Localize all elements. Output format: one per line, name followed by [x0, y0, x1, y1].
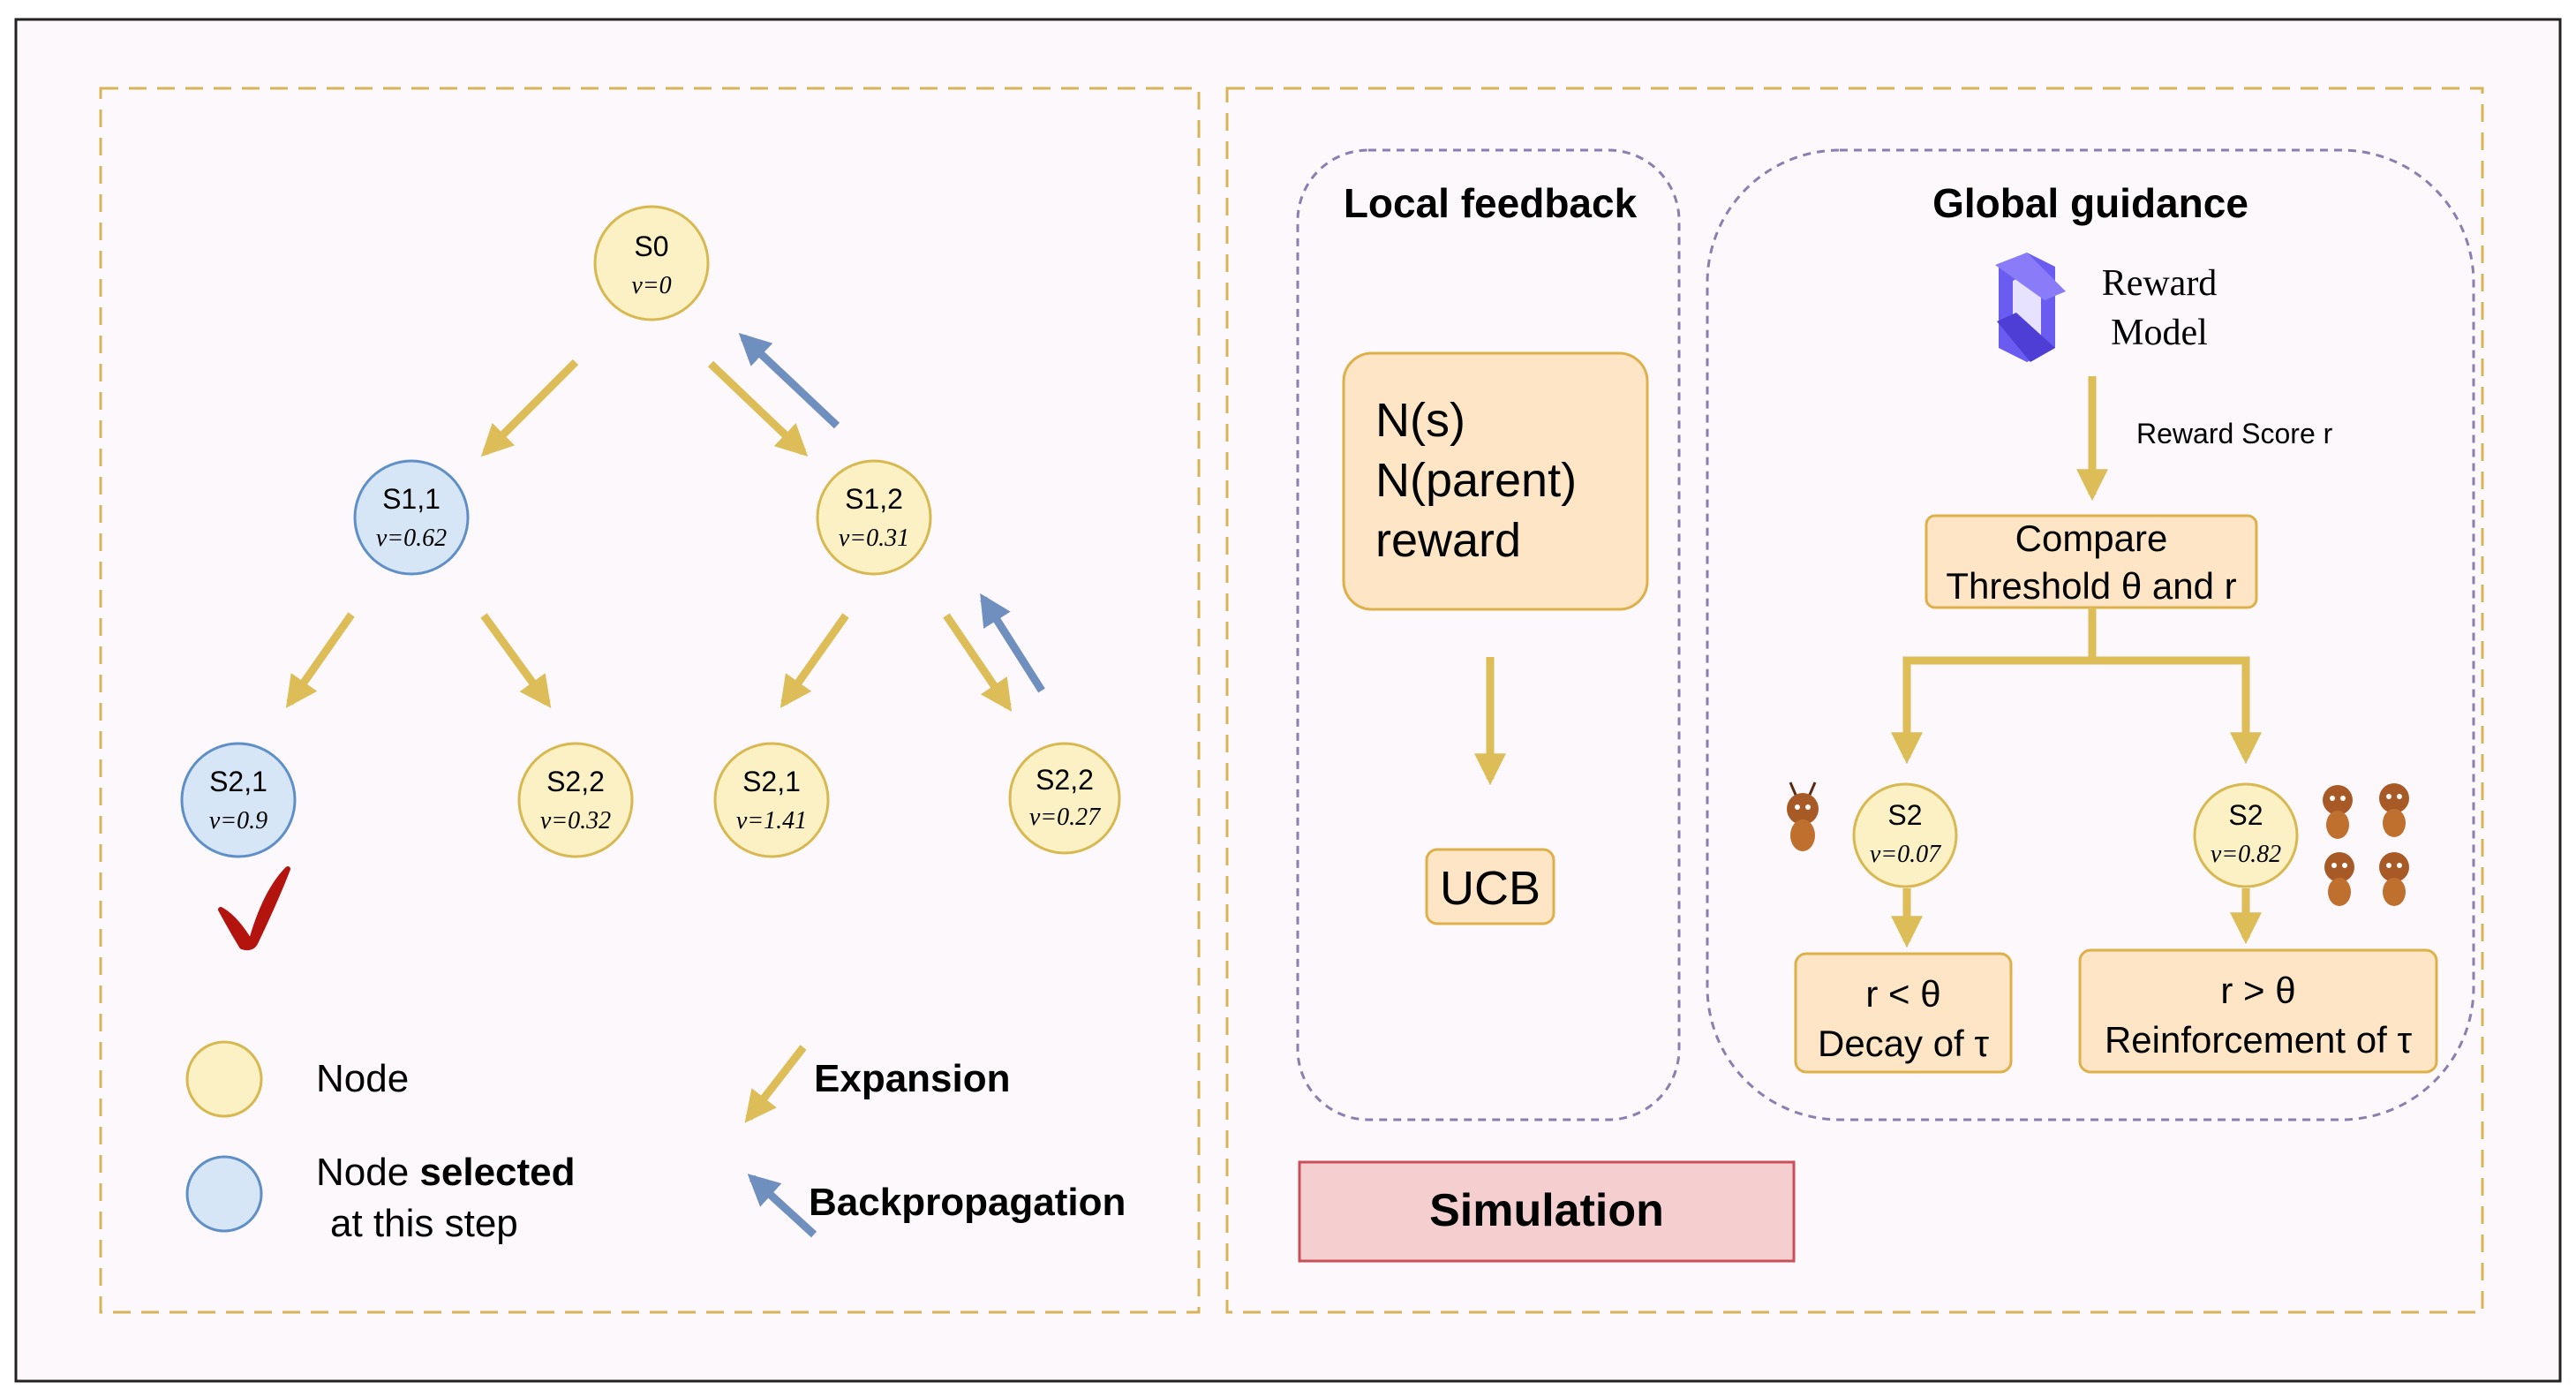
tree-node-root: S0 v=0	[593, 205, 710, 321]
legend-node-swatch	[185, 1040, 263, 1118]
ant-icon-group	[2323, 783, 2409, 906]
legend: Node Node selected at this step Expansio…	[185, 1040, 1126, 1245]
ant-icon-single	[1787, 782, 1819, 851]
backprop-arrow-s22-s12	[980, 593, 1045, 693]
node-name: S2,1	[742, 766, 801, 797]
legend-selected-line2: at this step	[330, 1202, 518, 1245]
node-name: S2,2	[546, 766, 605, 797]
node-name: S1,2	[845, 483, 903, 515]
local-feedback-panel: Local feedback N(s) N(parent) reward UCB	[1296, 148, 1681, 1121]
compare-line2: Threshold θ and r	[1946, 565, 2236, 607]
legend-node-label: Node	[316, 1057, 409, 1100]
ucb-box	[1425, 848, 1555, 925]
global-guidance-panel: Global guidance Reward Model Reward Scor…	[1706, 148, 2475, 1121]
branch-connector	[1891, 608, 2097, 765]
node-value: v=1.41	[736, 807, 807, 834]
global-guidance-title: Global guidance	[1932, 180, 2248, 226]
expansion-arrow-s11-s21	[285, 612, 355, 708]
tree-node-s21-left: S2,1 v=0.9	[180, 742, 297, 858]
node-name: S1,1	[382, 483, 441, 515]
node-value: v=0.31	[839, 525, 909, 552]
local-stat-nparent: N(parent)	[1375, 454, 1577, 507]
expansion-arrow-s12-s21	[780, 613, 849, 708]
legend-selected-bold: selected	[419, 1151, 575, 1194]
tree-node-s11: S1,1 v=0.62	[353, 459, 470, 576]
reinforce-line1: r > θ	[2220, 970, 2295, 1011]
node-value: v=0	[631, 272, 671, 299]
legend-selected-prefix: Node	[316, 1151, 419, 1194]
simulation-box	[1298, 1160, 1796, 1263]
reward-model-logo-icon	[1995, 253, 2066, 362]
tree-node-s22-right: S2,2 v=0.27	[1008, 742, 1121, 855]
tree-node-s12: S1,2 v=0.31	[816, 459, 932, 576]
reward-score-label: Reward Score r	[2136, 418, 2333, 449]
node-name: S2,1	[209, 766, 267, 797]
local-stat-reward: reward	[1375, 514, 1521, 567]
node-value: v=0.27	[1029, 804, 1101, 831]
legend-expansion-label: Expansion	[814, 1057, 1011, 1100]
simulation-label: Simulation	[1429, 1185, 1664, 1236]
decay-line2: Decay of τ	[1818, 1023, 1989, 1064]
tree-panel	[99, 87, 1201, 1314]
outer-frame	[14, 18, 2562, 1383]
node-name: S2,2	[1036, 764, 1094, 796]
node-name: S2	[2228, 799, 2263, 831]
expansion-arrow-root-s12	[707, 360, 809, 457]
node-value: v=0.62	[376, 525, 447, 552]
reward-model-line1: Reward	[2102, 263, 2218, 304]
local-stat-ns: N(s)	[1375, 394, 1465, 447]
node-name: S0	[634, 230, 668, 262]
node-value: v=0.07	[1870, 841, 1941, 868]
selected-check-icon	[218, 866, 290, 951]
expansion-arrow-s12-s22	[943, 613, 1013, 712]
ucb-label: UCB	[1440, 862, 1540, 915]
global-node-right: S2 v=0.82	[2193, 782, 2299, 888]
node-value: v=0.32	[540, 807, 611, 834]
tree-node-s21-right: S2,1 v=1.41	[713, 742, 830, 858]
legend-backprop-label: Backpropagation	[809, 1181, 1126, 1224]
branch-connector-right	[2092, 656, 2262, 765]
compare-line1: Compare	[2015, 517, 2168, 559]
legend-expansion-arrow	[744, 1045, 807, 1123]
expansion-arrow-s11-s22	[480, 613, 552, 708]
legend-backprop-arrow	[747, 1174, 817, 1238]
tree-node-s22-left: S2,2 v=0.32	[517, 742, 634, 858]
reinforce-box	[2078, 948, 2438, 1074]
node-value: v=0.82	[2211, 841, 2281, 868]
global-node-left: S2 v=0.07	[1852, 782, 1958, 888]
decay-box	[1794, 952, 2013, 1074]
decay-line1: r < θ	[1865, 973, 1940, 1015]
backprop-arrow-s12-root	[738, 333, 840, 429]
node-value: v=0.9	[209, 807, 267, 834]
reinforce-line2: Reinforcement of τ	[2105, 1019, 2412, 1061]
local-feedback-title: Local feedback	[1344, 180, 1638, 226]
legend-selected-label: Node selected	[316, 1151, 576, 1194]
legend-selected-swatch	[185, 1155, 263, 1233]
tree-arrows	[285, 333, 1045, 712]
expansion-arrow-root-s11	[480, 359, 579, 457]
feedback-panel	[1225, 87, 2484, 1314]
reward-model-line2: Model	[2111, 313, 2208, 353]
node-name: S2	[1887, 799, 1922, 831]
local-stats-box	[1342, 351, 1649, 611]
